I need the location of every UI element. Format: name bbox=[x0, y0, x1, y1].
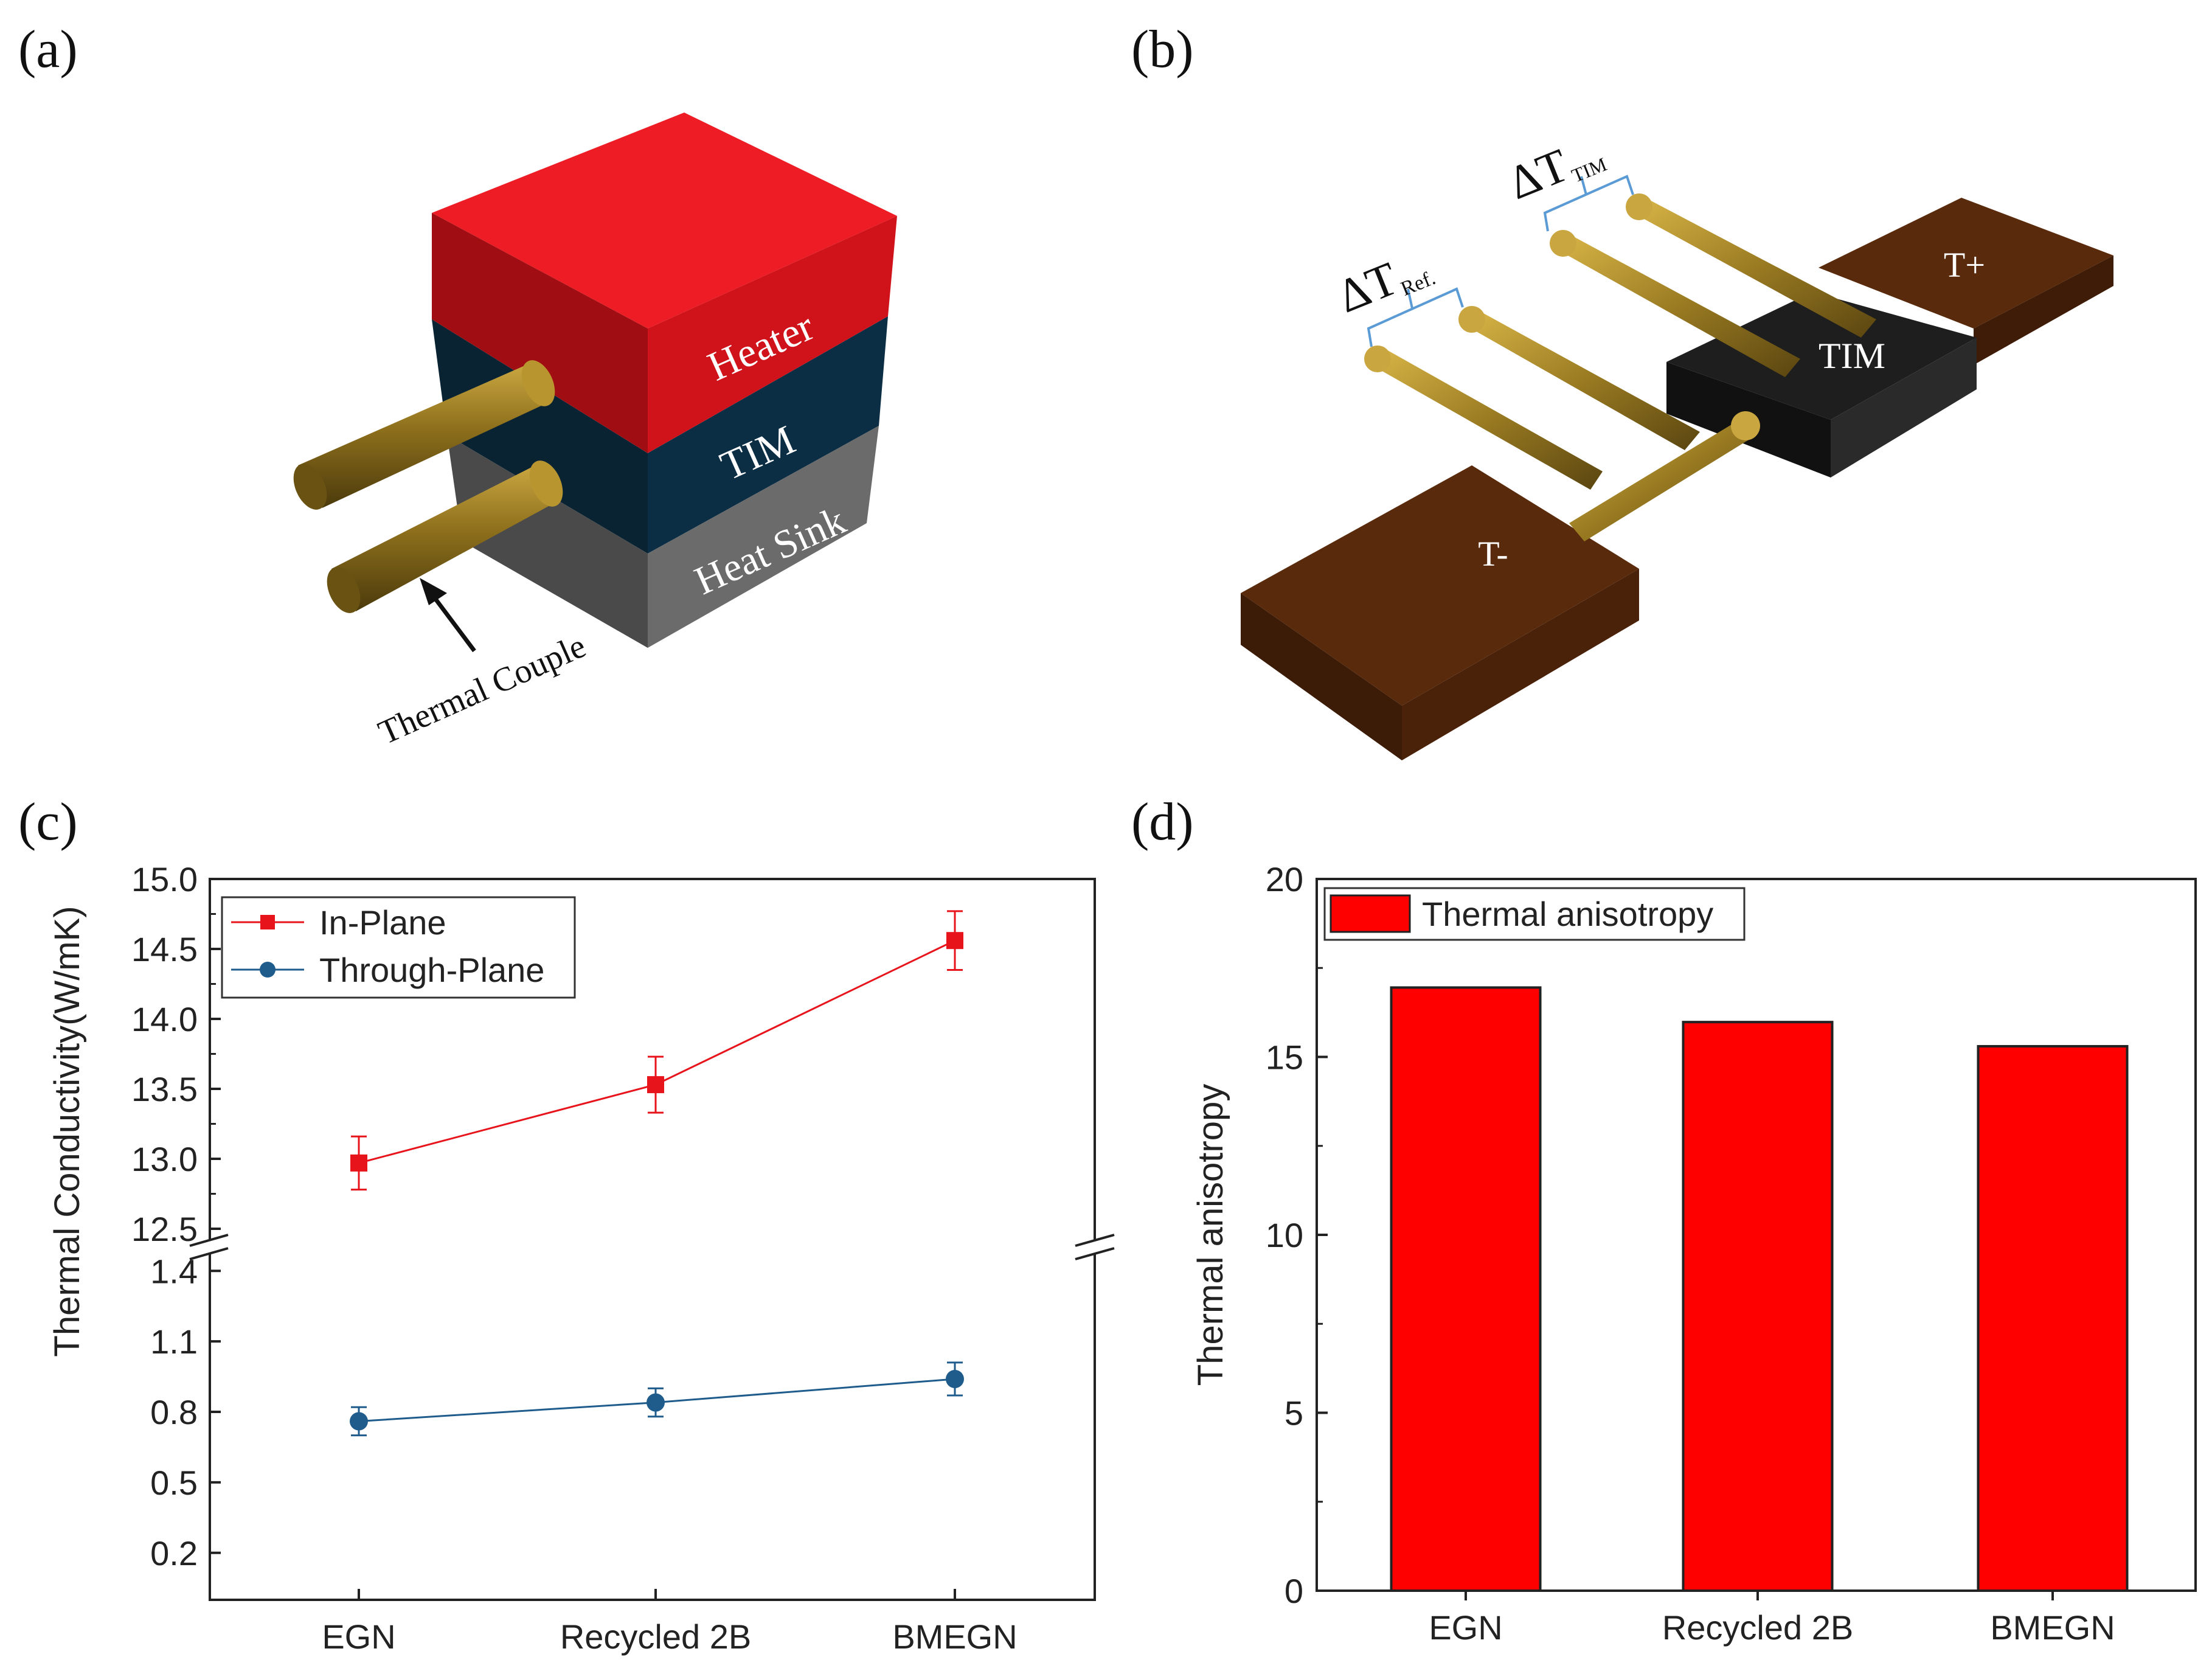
chart-c-ytick-label-lower-1: 0.5 bbox=[150, 1464, 198, 1502]
thermocouple-rod-upper bbox=[293, 360, 555, 510]
delta-t-tim-symbol: ΔT bbox=[1500, 138, 1575, 209]
chart-c-ylabel: Thermal Conductivity(W/mK) bbox=[47, 906, 87, 1357]
chart-d-bar-0 bbox=[1390, 986, 1542, 1593]
rod-tim-1 bbox=[1550, 230, 1800, 377]
t-minus-block-top bbox=[1241, 465, 1639, 706]
delta-t-tim-sub: TIM bbox=[1569, 153, 1610, 186]
chart-c-ytick-label-upper-3: 14.0 bbox=[131, 1000, 198, 1038]
chart-d-ytick-label-0: 0 bbox=[1285, 1572, 1303, 1610]
heater-left-face bbox=[432, 213, 648, 453]
thermocouple-rod-lower bbox=[327, 460, 563, 613]
chart-c-legend-box bbox=[221, 896, 576, 999]
delta-t-tim-bracket-tick bbox=[1580, 176, 1587, 195]
chart-c-break-mark-l1 bbox=[189, 1234, 229, 1247]
chart-c-legend-marker-through-plane bbox=[260, 962, 276, 978]
chart-c-break-mark-r1 bbox=[1075, 1234, 1115, 1247]
t-minus-block-side bbox=[1241, 593, 1402, 760]
tim-right-face bbox=[648, 316, 888, 554]
chart-c: 12.5 13.0 13.5 14.0 14.5 15.0 0.2 0.5 0.8 1.1 1.4E… bbox=[47, 860, 1115, 1656]
tim-label-b: TIM bbox=[1818, 336, 1885, 376]
t-minus-label: T- bbox=[1478, 534, 1508, 574]
rod-ref-1 bbox=[1364, 346, 1603, 490]
chart-c-point-0-0 bbox=[350, 1154, 367, 1172]
chart-c-xtick-label-1: Recycled 2B bbox=[560, 1617, 751, 1656]
delta-t-ref-bracket-tick bbox=[1407, 288, 1413, 309]
tim-left-face bbox=[432, 319, 648, 554]
chart-c-xtick-label-2: BMEGN bbox=[892, 1617, 1017, 1656]
thermal-couple-arrowhead bbox=[420, 578, 447, 605]
chart-c-ytick-label-lower-3: 1.1 bbox=[150, 1322, 198, 1361]
chart-d-bar-1 bbox=[1682, 1021, 1834, 1593]
chart-d-ytick-label-3: 15 bbox=[1266, 1038, 1303, 1077]
chart-d-legend-swatch bbox=[1330, 894, 1411, 933]
t-plus-block-top bbox=[1818, 198, 2113, 328]
chart-d-ytick-label-2: 10 bbox=[1266, 1216, 1303, 1254]
chart-c-legend-marker-in-plane bbox=[260, 915, 275, 929]
chart-c-ytick-label-upper-2: 13.5 bbox=[131, 1070, 198, 1108]
t-plus-block-side bbox=[1974, 255, 2113, 365]
panel-label-c: (c) bbox=[18, 793, 78, 852]
chart-c-ytick-label-lower-4: 1.4 bbox=[150, 1252, 198, 1290]
chart-d-bar-2 bbox=[1977, 1044, 2129, 1592]
panel-label-b: (b) bbox=[1131, 20, 1194, 79]
chart-c-ytick-label-upper-0: 12.5 bbox=[131, 1210, 198, 1248]
chart-c-point-1-2 bbox=[946, 1369, 964, 1388]
heater-right-face bbox=[648, 216, 897, 453]
tim-block-top bbox=[1666, 292, 1977, 420]
chart-c-point-1-0 bbox=[350, 1412, 368, 1431]
tim-block-front bbox=[1831, 338, 1977, 478]
chart-d-xtick-label-0: EGN bbox=[1429, 1608, 1502, 1647]
panel-label-a: (a) bbox=[18, 20, 78, 79]
chart-c-point-0-2 bbox=[946, 932, 963, 950]
chart-c-legend-label-in-plane: In-Plane bbox=[319, 903, 446, 942]
chart-d-legend-label: Thermal anisotropy bbox=[1422, 895, 1713, 933]
diagram-a: Heater TIM Heat Sink Thermal Couple bbox=[293, 113, 897, 752]
chart-d-xtick-label-2: BMEGN bbox=[1990, 1608, 2115, 1647]
heater-top-face bbox=[432, 113, 897, 328]
rod-connector bbox=[1569, 411, 1760, 541]
chart-c-break-mark-r2 bbox=[1075, 1247, 1115, 1260]
chart-d-ylabel: Thermal anisotropy bbox=[1191, 1084, 1230, 1386]
chart-c-ytick-label-lower-0: 0.2 bbox=[150, 1534, 198, 1572]
chart-d-ytick-label-4: 20 bbox=[1266, 860, 1303, 898]
chart-c-break-mark-l2 bbox=[189, 1247, 229, 1260]
thermal-couple-label: Thermal Couple bbox=[373, 627, 591, 752]
rod-tim-2 bbox=[1626, 193, 1876, 338]
chart-c-ytick-label-upper-4: 14.5 bbox=[131, 930, 198, 968]
chart-c-xtick-label-0: EGN bbox=[322, 1617, 395, 1656]
delta-t-ref-bracket bbox=[1367, 287, 1464, 347]
panel-label-d: (d) bbox=[1131, 793, 1194, 852]
thermal-couple-arrow bbox=[427, 588, 476, 653]
chart-c-legend-label-through-plane: Through-Plane bbox=[319, 951, 544, 989]
chart-c-ytick-label-upper-1: 13.0 bbox=[131, 1140, 198, 1178]
t-minus-block-front bbox=[1402, 569, 1639, 760]
heat-sink-right-face bbox=[648, 426, 879, 648]
chart-d-xtick-label-1: Recycled 2B bbox=[1662, 1608, 1853, 1647]
chart-c-ytick-label-upper-5: 15.0 bbox=[131, 860, 198, 898]
t-plus-label: T+ bbox=[1944, 245, 1985, 285]
delta-t-ref-sub: Ref. bbox=[1398, 266, 1438, 301]
rod-ref-2 bbox=[1458, 306, 1700, 450]
chart-c-point-0-1 bbox=[647, 1076, 664, 1094]
chart-d-ytick-label-1: 5 bbox=[1285, 1394, 1303, 1433]
delta-t-ref-symbol: ΔT bbox=[1330, 251, 1404, 322]
diagram-b: ΔT Ref. ΔT TIM T+ TIM T- bbox=[1241, 138, 2113, 760]
chart-c-point-1-1 bbox=[647, 1393, 665, 1412]
chart-c-ytick-label-lower-2: 0.8 bbox=[150, 1393, 198, 1431]
